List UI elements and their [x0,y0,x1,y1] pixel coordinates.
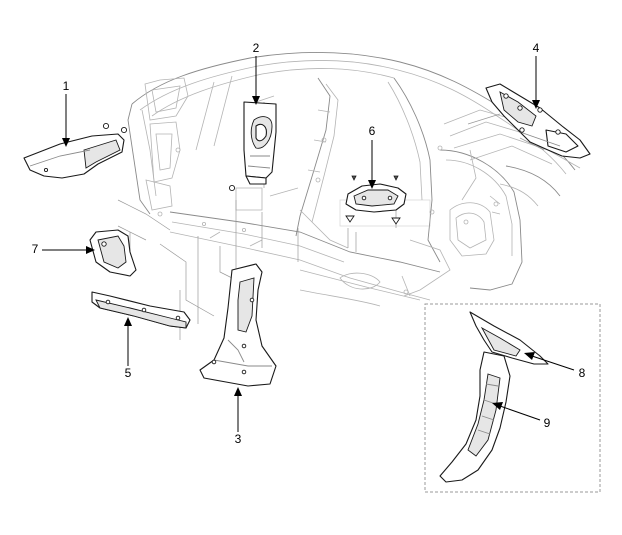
part-8-upper-trim-detail [469,311,549,365]
inset-box [424,303,601,493]
callout-2: 2 [253,41,260,55]
part-7-front-kick-trim [89,229,137,277]
callout-labels: 1 2 3 4 5 6 7 8 9 [32,41,586,446]
part-3-center-pillar-lower-trim [199,263,277,387]
callout-4: 4 [533,41,540,55]
vehicle-body-shell [127,51,581,307]
callout-1: 1 [63,79,70,93]
callout-3: 3 [235,432,242,446]
callout-8: 8 [579,366,586,380]
part-1-front-pillar-upper-trim [23,122,128,179]
part-5-front-door-scuff-trim [91,291,191,329]
callout-9: 9 [544,416,551,430]
part-2-center-pillar-upper-trim [228,101,277,192]
part-6-rear-door-upper-trim [345,175,407,225]
callout-7: 7 [32,242,39,256]
leader-lines [42,56,575,432]
callout-6: 6 [369,124,376,138]
part-4-rear-pillar-trim [485,83,591,159]
callout-5: 5 [125,366,132,380]
part-9-lower-trim-detail [439,351,511,483]
